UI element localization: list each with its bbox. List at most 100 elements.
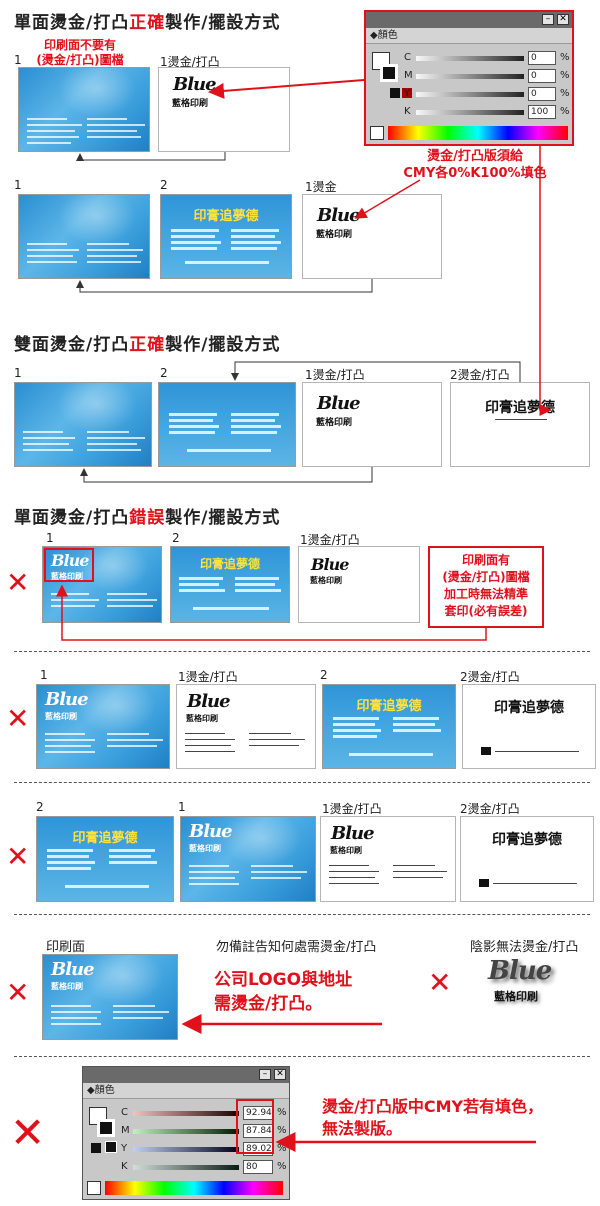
slogan-text: 印膏追夢德 xyxy=(193,209,259,224)
business-card-front xyxy=(14,382,152,467)
slogan-text: 印膏追夢德 xyxy=(485,400,555,416)
none-swatch[interactable] xyxy=(87,1181,101,1195)
logo-subtitle: 藍格印刷 xyxy=(310,576,342,585)
slogan-text: 印膏追夢德 xyxy=(199,557,260,571)
logo-subtitle: 藍格印刷 xyxy=(186,714,218,723)
logo-subtitle: 藍格印刷 xyxy=(172,99,209,109)
card-label: 1燙金/打凸 xyxy=(300,533,360,547)
color-spectrum[interactable] xyxy=(105,1181,283,1195)
card-label: 2 xyxy=(36,800,44,814)
color-spectrum[interactable] xyxy=(388,126,568,140)
business-card-back: 印膏追夢德 xyxy=(36,816,174,902)
slider-m[interactable]: M 0 % xyxy=(404,69,570,83)
slider-m[interactable]: M 87.84 % xyxy=(121,1124,287,1138)
divider xyxy=(14,782,590,783)
shadow-label: 陰影無法燙金/打凸 xyxy=(470,940,579,955)
divider xyxy=(14,1056,590,1057)
wrong-mark-icon: ✕ xyxy=(6,976,30,1009)
blue-logo: Blue xyxy=(51,959,95,980)
card-label: 1 xyxy=(14,366,22,380)
panel-titlebar: – ✕ xyxy=(366,12,572,28)
wrong-mark-icon: ✕ xyxy=(428,966,452,999)
color-panel-wrong: – ✕ ◆顏色 C 92.94 % M 87.84 % Y 89.02 % K … xyxy=(82,1066,290,1200)
color-swatch xyxy=(105,1141,117,1153)
close-button[interactable]: ✕ xyxy=(557,14,569,25)
slider-k[interactable]: K 80 % xyxy=(121,1160,287,1174)
card-label: 1燙金/打凸 xyxy=(178,670,238,684)
card-label: 1燙金 xyxy=(305,180,337,194)
print-side-label: 印刷面 xyxy=(46,940,86,955)
section1-title: 單面燙金/打凸正確製作/擺設方式 xyxy=(14,13,281,33)
divider xyxy=(14,651,590,652)
business-card-front: Blue 藍格印刷 xyxy=(180,816,316,902)
slogan-text: 印膏追夢德 xyxy=(72,831,138,846)
foil-plate-card: Blue 藍格印刷 xyxy=(158,67,290,152)
panel-tab[interactable]: ◆顏色 xyxy=(83,1083,289,1099)
stroke-swatch[interactable] xyxy=(380,64,398,82)
business-card-back: 印膏追夢德 xyxy=(322,684,456,769)
card-label: 1燙金/打凸 xyxy=(322,802,382,816)
section6-note: 公司LOGO與地址 需燙金/打凸。 xyxy=(214,970,353,1014)
business-card-back xyxy=(158,382,296,467)
card-label: 2 xyxy=(320,668,328,682)
logo-subtitle: 藍格印刷 xyxy=(51,572,83,581)
remark-label: 勿備註告知何處需燙金/打凸 xyxy=(216,940,377,955)
foil-plate-card: 印膏追夢德 xyxy=(450,382,590,467)
slider-c[interactable]: C 0 % xyxy=(404,51,570,65)
business-card-back: 印膏追夢德 xyxy=(170,546,290,623)
color-swatch xyxy=(402,88,412,98)
cube-icon xyxy=(91,1143,101,1153)
foil-plate-card: Blue 藍格印刷 xyxy=(302,382,442,467)
section3-note: 印刷面有 (燙金/打凸)圖檔 加工時無法精準 套印(必有誤差) xyxy=(428,546,544,628)
business-card-back: 印膏追夢德 xyxy=(160,194,292,279)
section1-note: 印刷面不要有 (燙金/打凸)圖檔 xyxy=(36,38,124,67)
slogan-text: 印膏追夢德 xyxy=(494,700,564,716)
logo-subtitle: 藍格印刷 xyxy=(189,844,221,853)
slider-k[interactable]: K 100 % xyxy=(404,105,570,119)
card-label: 2燙金/打凸 xyxy=(460,802,520,816)
slider-y[interactable]: Y 0 % xyxy=(404,87,570,101)
card-label: 1 xyxy=(178,800,186,814)
connector-line xyxy=(231,361,521,382)
business-card-front: Blue 藍格印刷 xyxy=(42,954,178,1040)
connector-line xyxy=(80,467,373,483)
slogan-text: 印膏追夢德 xyxy=(356,699,422,714)
card-label: 2 xyxy=(160,178,168,192)
close-button[interactable]: ✕ xyxy=(274,1069,286,1080)
cube-icon xyxy=(390,88,400,98)
section7-note: 燙金/打凸版中CMY若有填色， 無法製版。 xyxy=(322,1097,544,1138)
panel-tab[interactable]: ◆顏色 xyxy=(366,28,572,44)
card-label: 1燙金/打凸 xyxy=(305,368,365,382)
panel-note: 燙金/打凸版須給 CMY各0%K100%填色 xyxy=(403,149,547,181)
shadow-logo: Blue 藍格印刷 xyxy=(488,956,552,1003)
connector-line xyxy=(76,279,373,293)
red-arrow xyxy=(539,146,552,416)
logo-subtitle: 藍格印刷 xyxy=(51,982,83,991)
stroke-swatch[interactable] xyxy=(97,1119,115,1137)
wrong-mark-icon: ✕ xyxy=(6,566,30,599)
minimize-button[interactable]: – xyxy=(259,1069,271,1080)
foil-plate-card: Blue 藍格印刷 xyxy=(176,684,316,769)
blue-logo: Blue xyxy=(317,205,361,226)
card-label: 2 xyxy=(160,366,168,380)
red-arrow xyxy=(354,179,421,219)
color-panel: – ✕ ◆顏色 C 0 % M 0 % Y 0 % K 100 % xyxy=(364,10,574,146)
card-label: 2燙金/打凸 xyxy=(460,670,520,684)
logo-subtitle: 藍格印刷 xyxy=(316,230,353,240)
blue-logo: Blue xyxy=(331,823,375,844)
minimize-button[interactable]: – xyxy=(542,14,554,25)
panel-titlebar: – ✕ xyxy=(83,1067,289,1083)
none-swatch[interactable] xyxy=(370,126,384,140)
card-label: 1燙金/打凸 xyxy=(160,55,220,69)
foil-plate-card: Blue 藍格印刷 xyxy=(320,816,456,902)
slider-c[interactable]: C 92.94 % xyxy=(121,1106,287,1120)
business-card-front: Blue 藍格印刷 xyxy=(36,684,170,769)
divider xyxy=(14,914,590,915)
highlight-box xyxy=(44,548,94,582)
logo-subtitle: 藍格印刷 xyxy=(330,846,362,855)
red-arrow xyxy=(208,79,365,99)
card-label: 1 xyxy=(14,53,22,67)
red-arrow xyxy=(56,584,487,641)
card-label: 2燙金/打凸 xyxy=(450,368,510,382)
